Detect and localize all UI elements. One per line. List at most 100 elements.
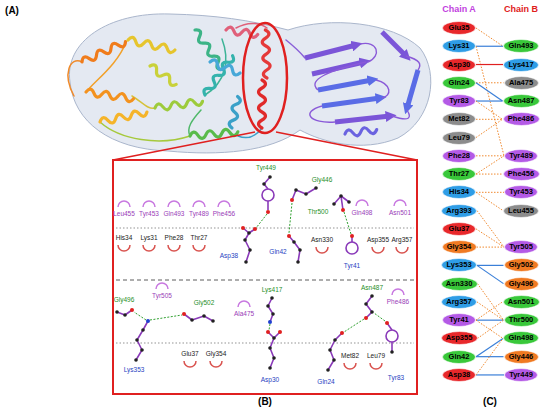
hydrophobic-arc [143,201,155,207]
residue-label: Lys417 [262,286,283,293]
interaction-line [478,284,504,321]
oval-fill [443,76,476,89]
protein-loop [310,106,335,122]
alpha-helix [259,80,266,128]
alpha-helix [262,30,271,78]
label-anchor: Gln42 [269,248,286,255]
residue-oval: Lys31 [442,39,476,53]
carbon-atom [292,240,296,244]
carbon-atom [390,350,394,354]
panel-label: (C) [483,396,497,407]
oval-fill [443,22,476,35]
oxygen-atom [287,234,291,238]
protein-loop [360,43,376,62]
residue-name: Asp355 [446,331,473,345]
panel-label: (B) [258,396,272,407]
label-anchor: Tyr41 [344,262,360,269]
residue-label: Lys353 [124,366,145,373]
residue-name: Gly446 [509,350,534,364]
residue-name: Glu37 [449,222,470,236]
oxygen-atom [253,227,257,231]
residue-oval: Tyr453 [504,185,538,199]
carbon-atom [140,348,144,352]
residue-oval: Thr27 [442,167,476,181]
label-anchor: Met82 [341,352,359,359]
carbon-atom [262,182,266,186]
interaction-line [477,265,504,266]
alpha-helix [190,128,238,139]
hydrophobic-arc [168,201,180,207]
residue-label: Lys31 [140,234,157,241]
carbon-atom [332,358,336,362]
carbon-atom [123,313,127,317]
oval-fill [504,58,539,71]
residue-name: Tyr449 [509,368,533,382]
label-anchor: (B) [258,396,272,407]
residue-stick [292,188,316,200]
carbon-atom [115,310,119,314]
residue-oval: Gln42 [442,350,476,364]
hydrogen-bond [344,212,351,234]
residue-stick [184,314,213,321]
residue-oval: Phe28 [442,149,476,163]
protein-surface [69,14,430,153]
interface-line [116,228,414,229]
carbon-atom [328,348,332,352]
residue-label: Asp38 [220,252,238,259]
interaction-line [476,155,504,156]
residue-label: Gly496 [114,296,135,303]
oval-fill [503,295,539,308]
alpha-helix [86,89,135,103]
focus-ellipse [243,23,287,133]
residue-name: Gln42 [449,350,470,364]
label-anchor: Asp38 [220,252,238,259]
hydrophobic-arc [210,361,222,367]
label-anchor: Tyr453 [139,210,159,217]
residue-label: Asp355 [367,236,389,243]
interaction-line [476,119,503,137]
residue-name: Lys353 [446,258,471,272]
residue-label: Phe486 [387,298,409,305]
nitrogen-atom [268,320,272,324]
residue-name: Gln24 [449,76,470,90]
residue-label: Gln498 [352,209,373,216]
hydrophobic-arc [394,200,406,206]
residue-stick [245,233,250,262]
residue-oval: Tyr41 [442,313,476,327]
residue-oval: Phe456 [503,167,540,181]
interaction-line [476,46,504,156]
residue-oval: Thr500 [504,313,539,327]
residue-name: Asp38 [448,368,471,382]
residue-stick [117,177,398,370]
oval-fill [504,350,538,363]
oxygen-atom [278,330,282,334]
residue-label: Ala475 [234,310,254,317]
label-anchor: Chain A [442,5,476,15]
residue-label: Gly502 [194,299,215,306]
residue-name: Asn330 [446,277,473,291]
residue-oval: Gln493 [503,39,539,53]
hydrogen-bond [289,203,292,233]
interaction-line [478,320,504,338]
carbon-atom [270,296,274,300]
hydrophobic-arc [118,200,406,307]
residue-name: Thr500 [509,313,534,327]
label-anchor: Gly446 [312,176,333,183]
carbon-atom [268,346,272,350]
carbon-atom [141,328,145,332]
residue-oval: Gly496 [504,277,539,291]
label-anchor: His34 [116,234,133,241]
interface-line [116,228,414,343]
interaction-line [476,229,504,247]
interaction-line [476,320,504,321]
residue-name: Phe456 [508,167,534,181]
residue-name: Phe28 [448,149,470,163]
protein-loop [68,61,82,96]
carbon-atom [294,188,298,192]
residue-name: Ala475 [509,76,533,90]
oval-fill [443,222,476,235]
label-anchor: Phe486 [387,298,409,305]
focus-ellipse [243,23,287,133]
carbon-atom [202,314,206,318]
